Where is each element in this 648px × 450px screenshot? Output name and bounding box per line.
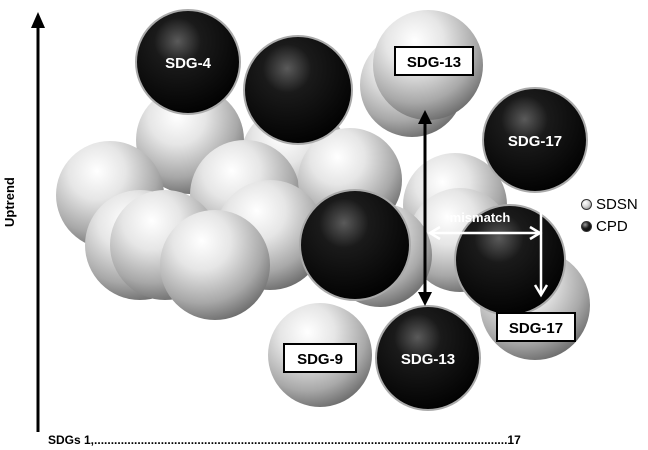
label-sdg-17-box: SDG-17 <box>509 320 563 337</box>
label-sdg-13-bottom: SDG-13 <box>401 351 455 368</box>
mismatch-vertical-arrow <box>533 194 549 298</box>
cpd-sphere <box>299 189 411 301</box>
cpd-swatch-icon <box>581 220 592 232</box>
y-axis-label: Uptrend <box>2 177 17 227</box>
box-sdg-9 <box>283 343 357 373</box>
cpd-sphere <box>243 35 353 145</box>
label-sdg-17-dark: SDG-17 <box>508 133 562 150</box>
legend-label-sdsn: SDSN <box>596 195 638 213</box>
y-axis-arrowhead <box>31 12 45 28</box>
cpd-sphere <box>135 9 241 115</box>
cpd-sphere <box>375 305 481 411</box>
label-sdg-13-top: SDG-13 <box>407 54 461 71</box>
label-sdg-9: SDG-9 <box>297 351 343 368</box>
label-sdg-4: SDG-4 <box>165 55 212 72</box>
sdsn-swatch-icon <box>581 198 592 210</box>
sdsn-sphere <box>160 210 270 320</box>
x-axis-label: SDGs 1,.................................… <box>48 433 521 447</box>
label-mismatch: mismatch <box>450 210 511 225</box>
box-sdg-13-top <box>394 46 474 76</box>
vertical-gap-arrow <box>418 110 432 306</box>
legend-item-cpd: CPD <box>581 215 638 237</box>
box-sdg-17 <box>496 312 576 342</box>
legend: SDSN CPD <box>581 193 638 237</box>
legend-label-cpd: CPD <box>596 217 628 235</box>
cpd-sphere <box>482 87 588 193</box>
legend-item-sdsn: SDSN <box>581 193 638 215</box>
